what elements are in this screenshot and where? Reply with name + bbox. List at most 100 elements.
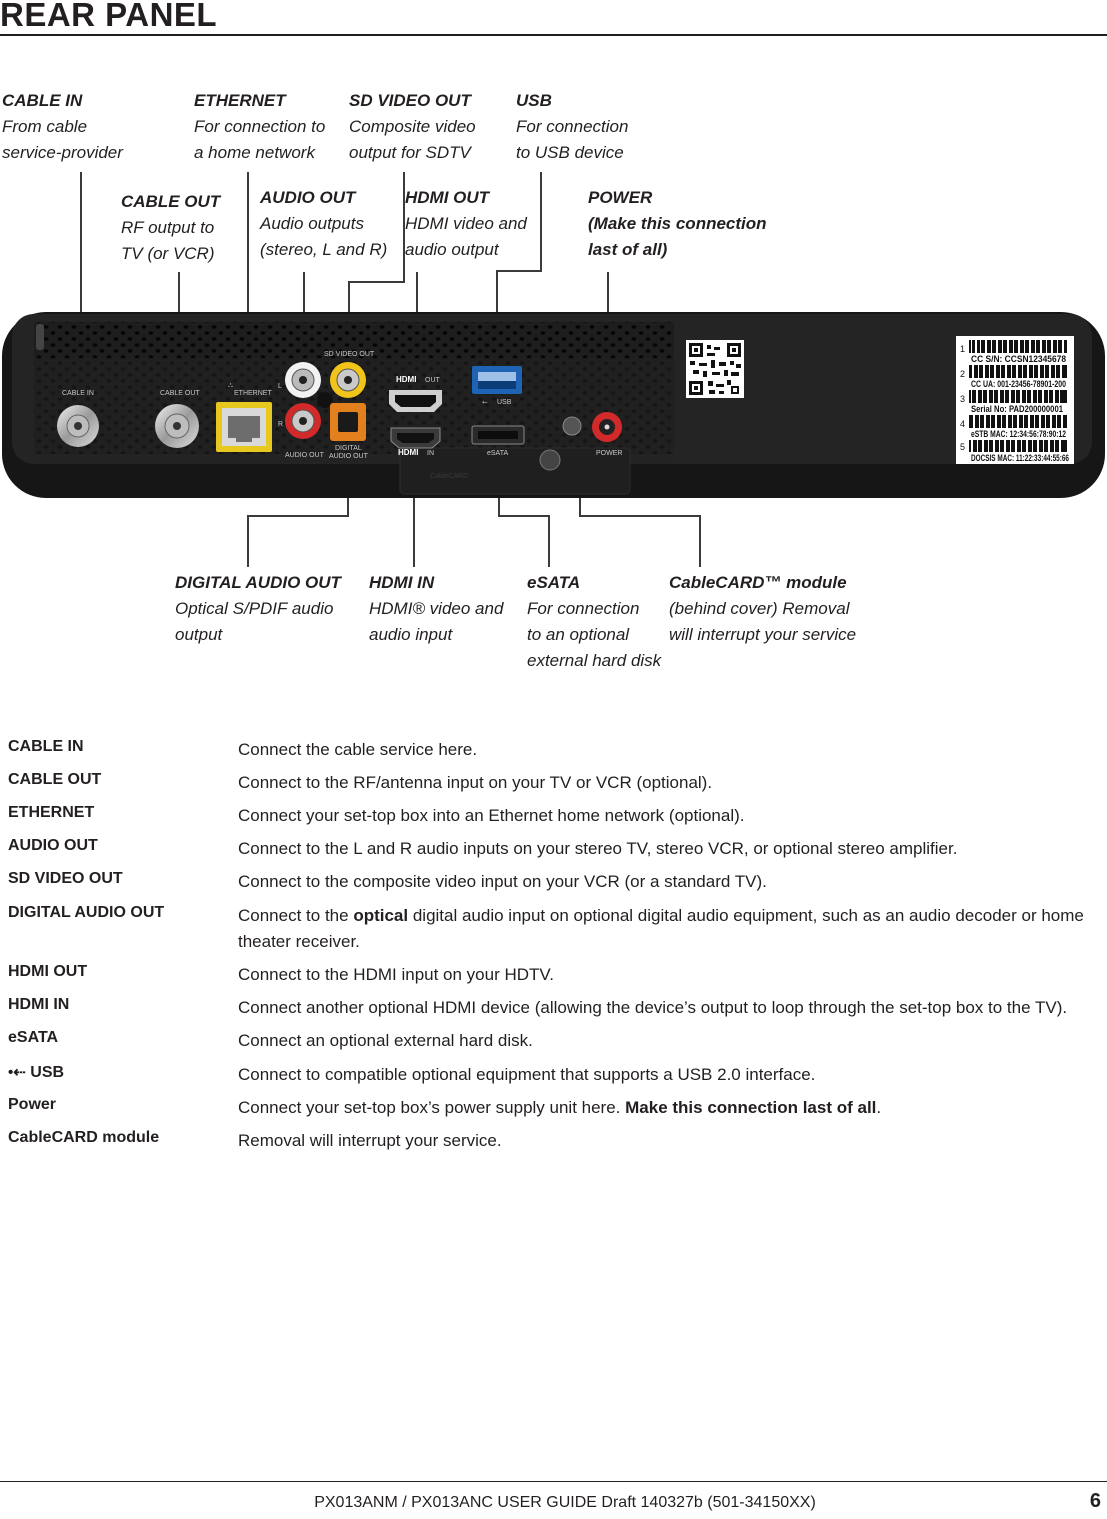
table-row-desc: Connect to compatible optional equipment… [238, 1065, 816, 1084]
table-row-name: USB [30, 1064, 65, 1081]
callout-desc: HDMI video and audio output [405, 214, 527, 259]
callout-desc: For connection to a home network [194, 117, 326, 162]
callout-desc: HDMI® video and audio input [369, 599, 504, 644]
leader-line [247, 515, 349, 517]
ethernet-label: ETHERNET [234, 390, 272, 397]
audio-out-label: AUDIO OUT [285, 452, 325, 459]
callout-desc: For connection to an optional external h… [527, 599, 662, 670]
hdmi-in-label: IN [427, 450, 434, 457]
table-row-desc: Connect to the HDMI input on your HDTV. [238, 965, 554, 984]
cable-in-label: CABLE IN [62, 390, 94, 397]
table-row-name-usb: •⇠ USB [8, 1063, 64, 1082]
device-rear-panel: CableCARD CABLE IN CABLE OUT ⛬ ETHERNET … [2, 312, 1105, 498]
audio-right-label: R [278, 421, 283, 428]
screw-icon [317, 392, 333, 408]
sticker-line-text: CC UA: 001-23456-78901-200 [971, 379, 1066, 389]
callout-hdmi-out: HDMI OUT HDMI video and audio output [405, 185, 527, 263]
barcode-4 [969, 415, 1067, 428]
callout-esata: eSATA For connection to an optional exte… [527, 570, 661, 674]
hdmi-out-label: OUT [425, 377, 441, 384]
leader-line [247, 172, 249, 398]
callout-heading: SD VIDEO OUT [349, 91, 471, 110]
sticker-line-number: 4 [960, 419, 965, 429]
callout-heading: USB [516, 91, 552, 110]
table-row-desc: Removal will interrupt your service. [238, 1131, 502, 1150]
sd-video-out-label: SD VIDEO OUT [324, 351, 375, 358]
hdmi-in-word: HDMI [398, 448, 418, 457]
cablecard-cover [399, 447, 631, 495]
callout-desc: Composite video output for SDTV [349, 117, 476, 162]
sticker-line-number: 3 [960, 394, 965, 404]
callout-desc: (Make this connection last of all) [588, 214, 767, 259]
table-row-desc: Connect to the L and R audio inputs on y… [238, 839, 958, 858]
esata-label: eSATA [487, 450, 508, 457]
table-row-name: ETHERNET [8, 804, 95, 821]
table-row-desc: Connect to the RF/antenna input on your … [238, 773, 713, 792]
screw-icon [539, 449, 561, 471]
footer-rule [0, 1481, 1107, 1482]
barcode-3 [969, 390, 1067, 403]
table-row-name: HDMI OUT [8, 963, 88, 980]
leader-line [548, 515, 550, 567]
table-row-name: CABLE IN [8, 738, 84, 755]
table-row-name: HDMI IN [8, 996, 70, 1013]
barcode-1 [969, 340, 1067, 353]
leader-line [579, 515, 701, 517]
callout-heading: DIGITAL AUDIO OUT [175, 573, 341, 592]
sticker-line-text: CC S/N: CCSN12345678 [971, 354, 1066, 364]
sticker-line-number: 2 [960, 369, 965, 379]
desc-text: Connect to the [238, 906, 354, 925]
desc-emphasis: Make this connection last of all [625, 1098, 877, 1117]
leader-line [247, 515, 249, 567]
callout-hdmi-in: HDMI IN HDMI® video and audio input [369, 570, 503, 648]
table-row-name: DIGITAL AUDIO OUT [8, 904, 165, 921]
leader-line [498, 515, 550, 517]
table-row-desc: Connect to the composite video input on … [238, 872, 767, 891]
network-icon: ⛬ [228, 382, 233, 389]
screw-icon [562, 416, 582, 436]
table-row-name: AUDIO OUT [8, 837, 98, 854]
leader-line [348, 281, 405, 283]
callout-audio-out: AUDIO OUT Audio outputs (stereo, L and R… [260, 185, 387, 263]
sticker-line-text: eSTB MAC: 12:34:56:78:90:12 [971, 429, 1066, 439]
table-row-name: CABLE OUT [8, 771, 102, 788]
barcode-2 [969, 365, 1067, 378]
leader-line [80, 172, 82, 402]
leader-line [540, 172, 542, 272]
qr-code [686, 340, 744, 398]
table-row-desc: Connect your set-top box’s power supply … [238, 1095, 1088, 1121]
callout-desc: Optical S/PDIF audio output [175, 599, 334, 644]
footer-doc-title: PX013ANM / PX013ANC USER GUIDE Draft 140… [314, 1494, 816, 1511]
callout-ethernet: ETHERNET For connection to a home networ… [194, 88, 325, 166]
page-number: 6 [1089, 1490, 1101, 1512]
desc-text: Connect your set-top box’s power supply … [238, 1098, 626, 1117]
screw-icon [36, 324, 44, 350]
barcode-5 [969, 440, 1067, 452]
table-row-desc: Connect your set-top box into an Etherne… [238, 806, 745, 825]
leader-line [496, 270, 542, 272]
audio-left-label: L [278, 383, 282, 390]
leader-line [413, 455, 415, 567]
callout-desc: RF output to TV (or VCR) [121, 218, 215, 263]
callout-cable-out: CABLE OUT RF output to TV (or VCR) [121, 189, 220, 267]
sticker-line-number: 1 [960, 344, 965, 354]
table-row-desc: Connect the cable service here. [238, 740, 478, 759]
callout-power: POWER (Make this connection last of all) [588, 185, 767, 263]
callout-cablecard: CableCARD™ module (behind cover) Removal… [669, 570, 856, 648]
page-title: REAR PANEL [0, 0, 218, 33]
usb-icon: ⭠ [482, 399, 488, 406]
table-row-name: CableCARD module [8, 1129, 160, 1146]
usb-icon: •⇠ [8, 1064, 26, 1081]
table-row-name: eSATA [8, 1029, 59, 1046]
callout-desc: (behind cover) Removal will interrupt yo… [669, 599, 857, 644]
callout-desc: From cable service-provider [2, 117, 123, 162]
table-row-name: SD VIDEO OUT [8, 870, 123, 887]
usb-label: USB [497, 399, 512, 406]
callout-desc: For connection to USB device [516, 117, 629, 162]
sticker-line-text: DOCSIS MAC: 11:22:33:44:55:66 [971, 453, 1069, 463]
callout-heading: CableCARD™ module [669, 573, 847, 592]
callout-usb: USB For connection to USB device [516, 88, 628, 166]
desc-text: digital audio input on optional digital … [238, 906, 1084, 951]
callout-heading: HDMI IN [369, 573, 435, 592]
sticker-line-text: Serial No: PAD200000001 [971, 404, 1063, 414]
